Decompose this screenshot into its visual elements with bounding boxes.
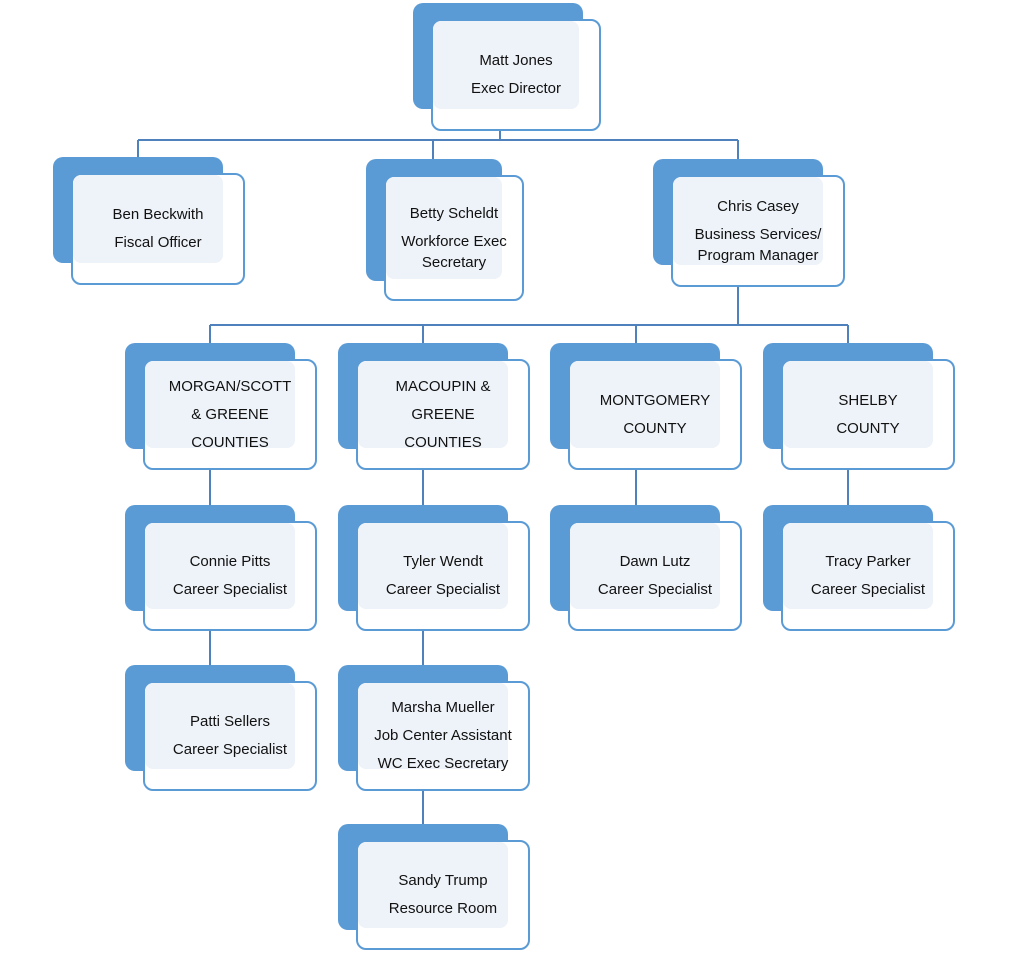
node-name: Tracy Parker: [825, 553, 911, 570]
business-services-node: Chris Casey Business Services/ Program M…: [653, 159, 845, 289]
node-name: Chris Casey: [717, 198, 799, 215]
region-line1: MACOUPIN &: [395, 377, 491, 395]
region-line2: COUNTY: [836, 419, 900, 437]
connie-pitts-node: Connie Pitts Career Specialist: [125, 505, 317, 635]
region-morgan-scott-greene-node: MORGAN/SCOTT & GREENE COUNTIES: [125, 343, 317, 473]
node-title-line2: Program Manager: [697, 247, 819, 264]
sandy-trump-node: Sandy Trump Resource Room: [338, 824, 530, 954]
region-line1: MORGAN/SCOTT: [168, 377, 292, 395]
dawn-lutz-node: Dawn Lutz Career Specialist: [550, 505, 742, 635]
node-title: Career Specialist: [597, 581, 713, 598]
node-name: Sandy Trump: [398, 872, 488, 889]
node-title: Exec Director: [470, 80, 562, 97]
exec-director-node: Matt Jones Exec Director: [413, 3, 605, 131]
node-name: Ben Beckwith: [112, 206, 204, 223]
region-line2: COUNTY: [623, 419, 687, 437]
node-title: Resource Room: [388, 900, 498, 917]
region-montgomery-node: MONTGOMERY COUNTY: [550, 343, 742, 473]
patti-sellers-node: Patti Sellers Career Specialist: [125, 665, 317, 795]
fiscal-officer-node: Ben Beckwith Fiscal Officer: [53, 157, 245, 287]
node-name: Betty Scheldt: [409, 205, 499, 222]
tyler-wendt-node: Tyler Wendt Career Specialist: [338, 505, 530, 635]
node-title: Career Specialist: [810, 581, 926, 598]
node-title: Career Specialist: [172, 741, 288, 758]
node-name: Tyler Wendt: [403, 553, 483, 570]
node-name: Connie Pitts: [189, 553, 271, 570]
marsha-mueller-node: Marsha Mueller Job Center Assistant WC E…: [338, 665, 530, 795]
region-macoupin-greene-node: MACOUPIN & GREENE COUNTIES: [338, 343, 530, 473]
node-name: Patti Sellers: [189, 713, 271, 730]
node-title-line1: Business Services/: [694, 226, 822, 243]
region-line1: SHELBY: [838, 391, 898, 409]
node-title-line2: Secretary: [421, 254, 487, 271]
region-line2: & GREENE: [191, 405, 269, 423]
region-line2: GREENE: [411, 405, 475, 423]
node-title: Career Specialist: [172, 581, 288, 598]
region-shelby-node: SHELBY COUNTY: [763, 343, 955, 473]
node-title-line1: Job Center Assistant: [374, 727, 512, 744]
node-name: Matt Jones: [479, 52, 553, 69]
region-line3: COUNTIES: [191, 433, 269, 451]
region-line3: COUNTIES: [404, 433, 482, 451]
node-name: Dawn Lutz: [619, 553, 691, 570]
node-title-line1: Workforce Exec: [401, 233, 507, 250]
node-title-line2: WC Exec Secretary: [377, 755, 509, 772]
workforce-secretary-node: Betty Scheldt Workforce Exec Secretary: [366, 159, 558, 301]
tracy-parker-node: Tracy Parker Career Specialist: [763, 505, 955, 635]
node-name: Marsha Mueller: [391, 699, 495, 716]
node-title: Fiscal Officer: [114, 234, 202, 251]
node-title: Career Specialist: [385, 581, 501, 598]
region-line1: MONTGOMERY: [599, 391, 711, 409]
